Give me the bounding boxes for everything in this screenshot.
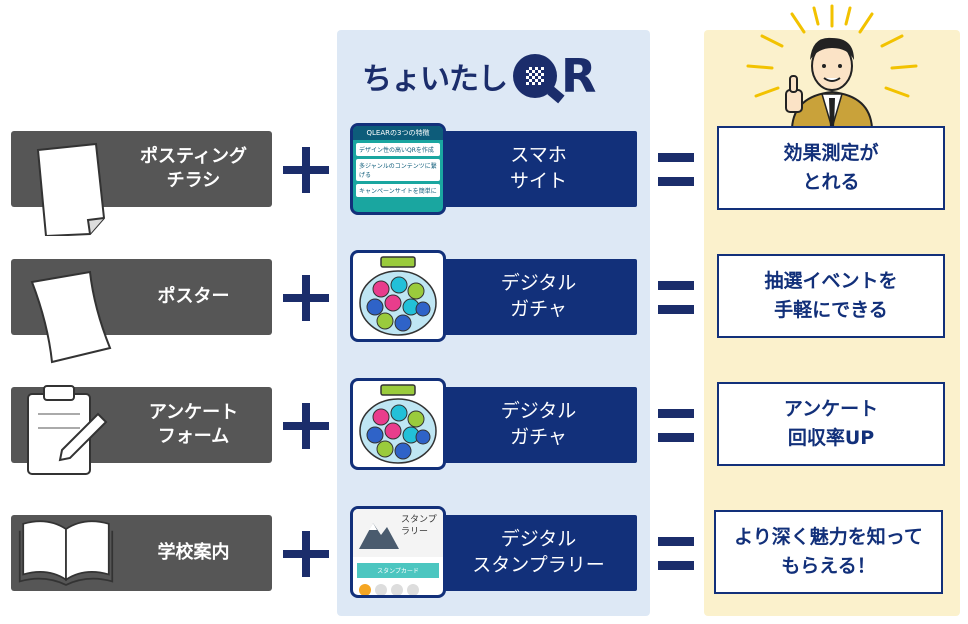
site-thumb-item: デザイン性の高いQRを作成	[356, 143, 440, 156]
result-box: アンケート 回収率UP	[717, 382, 945, 466]
equals-sign	[658, 153, 694, 187]
gacha-machine-thumbnail	[350, 378, 446, 470]
thumbs-up-man-illustration	[746, 4, 918, 128]
stamp-rally-thumbnail: スタンプ ラリー スタンプカード	[350, 506, 446, 598]
gacha-machine-thumbnail	[350, 250, 446, 342]
result-box: より深く魅力を知って もらえる！	[714, 510, 943, 594]
stamp-row	[359, 584, 437, 595]
brand-qr-mark: R	[513, 49, 597, 104]
poster-icon	[30, 270, 112, 364]
stamp-thumb-title: スタンプ ラリー	[401, 515, 437, 537]
middle-item-smartphone-site: スマホ サイト	[440, 131, 637, 207]
site-thumb-item: 多ジャンルのコンテンツに繋げる	[356, 159, 440, 181]
stamp-card-button: スタンプカード	[357, 563, 439, 578]
flyer-icon	[36, 142, 106, 236]
stamp-icon	[359, 584, 371, 595]
equals-sign	[658, 281, 694, 315]
result-box: 効果測定が とれる	[717, 126, 945, 210]
mountain-illustration	[359, 523, 399, 549]
stamp-icon	[391, 584, 403, 595]
brand-text: ちょいたし	[362, 62, 508, 97]
middle-item-digital-gacha: デジタル ガチャ	[440, 259, 637, 335]
smartphone-site-thumbnail: QLEARの3つの特徴 デザイン性の高いQRを作成 多ジャンルのコンテンツに繋げ…	[350, 123, 446, 215]
site-thumb-header: QLEARの3つの特徴	[353, 126, 443, 140]
clipboard-icon	[27, 385, 108, 475]
left-item-label: 学校案内	[157, 541, 230, 563]
plus-sign	[283, 147, 329, 193]
result-box: 抽選イベントを 手軽にできる	[717, 254, 945, 338]
plus-sign	[283, 403, 329, 449]
equals-sign	[658, 409, 694, 443]
plus-sign	[283, 275, 329, 321]
plus-sign	[283, 531, 329, 577]
open-book-icon	[18, 520, 114, 586]
middle-item-digital-gacha: デジタル ガチャ	[440, 387, 637, 463]
stamp-icon	[375, 584, 387, 595]
equals-sign	[658, 537, 694, 571]
left-item-label: ポスティング チラシ	[140, 145, 247, 191]
middle-item-digital-stamp-rally: デジタル スタンプラリー	[440, 515, 637, 591]
left-item-flyer: ポスティング チラシ	[11, 131, 272, 207]
stamp-icon	[407, 584, 419, 595]
brand-r-letter: R	[561, 49, 597, 103]
left-item-label: アンケート フォーム	[148, 401, 239, 447]
brand-q-icon	[513, 54, 565, 104]
left-item-label: ポスター	[157, 285, 230, 307]
brand-logo: ちょいたし R	[362, 48, 632, 104]
site-thumb-item: キャンペーンサイトを簡単に	[356, 184, 440, 197]
